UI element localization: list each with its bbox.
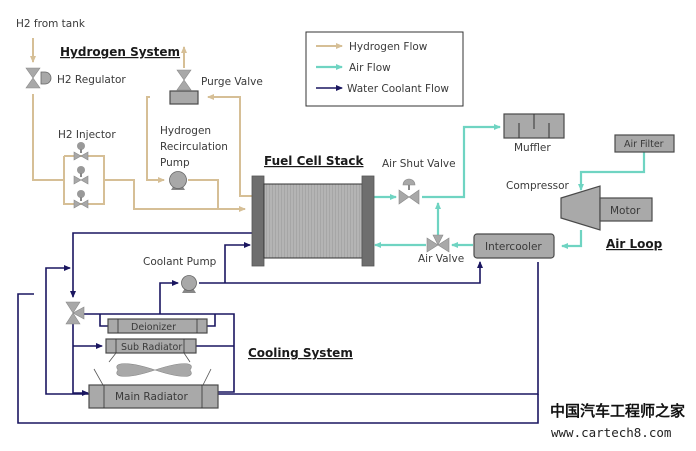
coolant-line-radiator-bus [84,313,235,393]
air-filter[interactable]: Air Filter [614,134,675,153]
hydrogen-flow-lines [30,38,254,212]
air-line-filter-to-compressor [578,152,646,191]
air-valve-third-port-icon [432,234,444,246]
recirc-pump-label-1: Hydrogen [160,125,211,137]
fuel-cell-stack[interactable] [251,175,375,267]
deionizer-label: Deionizer [131,322,176,333]
stack-left-endplate [251,175,265,267]
watermark-chinese: 中国汽车工程师之家 [550,402,685,420]
fuel-cell-stack-title: Fuel Cell Stack [264,154,365,168]
air-flow-lines [373,124,646,249]
coolant-line-stack-return [70,232,254,298]
purge-valve-body [169,90,199,105]
deionizer[interactable]: Deionizer [107,318,208,334]
pump-icon [169,171,187,189]
stack-right-endplate [361,175,375,267]
legend-air-label: Air Flow [349,62,391,74]
muffler[interactable] [503,113,565,139]
legend-box [305,31,464,107]
sub-radiator-body [105,338,197,354]
regulator-valve-icon [25,67,41,89]
recirc-pump-label-2: Recirculation [160,141,228,153]
coolant-line-deionizer-out [207,314,216,327]
muffler-label: Muffler [514,142,551,154]
air-filter-label: Air Filter [624,139,664,150]
intercooler-label: Intercooler [485,241,542,253]
purge-valve[interactable] [169,69,199,105]
coolant-pump-label: Coolant Pump [143,256,217,268]
h2-injector-manifold [63,155,105,205]
h2-line-to-stack [104,179,246,212]
main-radiator[interactable]: Main Radiator [88,384,219,409]
air-valve[interactable] [426,234,450,253]
hydrogen-system-title: Hydrogen System [60,45,180,59]
coolant-three-way-valve[interactable] [65,301,85,325]
coolant-line-to-intercooler [199,261,483,284]
three-way-valve-icon [65,301,85,325]
intercooler-body [473,233,555,259]
h2-regulator-label: H2 Regulator [57,74,126,86]
cooling-system-title: Cooling System [248,346,353,360]
legend: Hydrogen Flow Air Flow Water Coolant Flo… [305,31,464,107]
purge-valve-icon [176,69,192,91]
coolant-flow-lines [45,232,539,396]
recirc-pump-label-3: Pump [160,157,190,169]
fan-icon [116,363,192,377]
coolant-pump[interactable] [181,275,197,294]
coolant-line-to-stack [224,242,251,283]
air-line-to-muffler [422,124,501,199]
deionizer-body [107,318,208,334]
purge-valve-label: Purge Valve [201,76,263,88]
air-shut-valve[interactable] [398,178,420,205]
h2-injector-label: H2 Injector [58,129,116,141]
shut-valve-actuator-icon [402,178,416,186]
regulator-actuator-icon [40,71,52,85]
watermark-url: www.cartech8.com [551,425,671,440]
legend-hydrogen-label: Hydrogen Flow [349,41,428,53]
shut-valve-icon [398,189,420,205]
main-radiator-label: Main Radiator [115,391,188,403]
coolant-line-bottom-loop [17,293,539,424]
h2-source-label: H2 from tank [16,18,86,30]
injector-1 [73,142,89,161]
coolant-line-deionizer-in [99,314,108,327]
intercooler[interactable]: Intercooler [473,233,555,259]
recirculation-pump[interactable] [169,171,187,191]
compressor[interactable] [560,185,601,231]
compressor-label: Compressor [506,180,570,192]
coolant-line-outer-loop [45,262,539,395]
h2-line-pump-out [188,179,219,209]
h2-regulator[interactable] [25,67,52,89]
h2-line-regulator-out [32,94,64,181]
air-filter-body [614,134,675,153]
sub-radiator[interactable]: Sub Radiator [105,338,197,354]
air-loop-title: Air Loop [606,237,663,251]
main-radiator-body [88,384,219,409]
injector-3 [73,190,89,209]
h2-line-to-purge [207,94,254,197]
h2-line-to-pump [146,96,165,183]
motor[interactable]: Motor [599,197,653,222]
coolant-line-to-pump [159,280,179,314]
air-valve-label: Air Valve [418,253,464,265]
radiator-fan[interactable] [93,352,212,386]
compressor-icon [560,185,601,231]
motor-label: Motor [610,205,641,217]
air-line-compressor-to-intercooler [561,230,583,249]
motor-body [599,197,653,222]
injector-2 [73,166,89,185]
air-shut-valve-label: Air Shut Valve [382,158,456,170]
coolant-line-to-main-radiator [72,322,89,396]
stack-cells [263,183,363,259]
coolant-pump-icon [181,275,197,291]
h2-injector[interactable] [73,142,89,209]
legend-coolant-label: Water Coolant Flow [347,83,449,95]
sub-radiator-label: Sub Radiator [121,342,182,353]
